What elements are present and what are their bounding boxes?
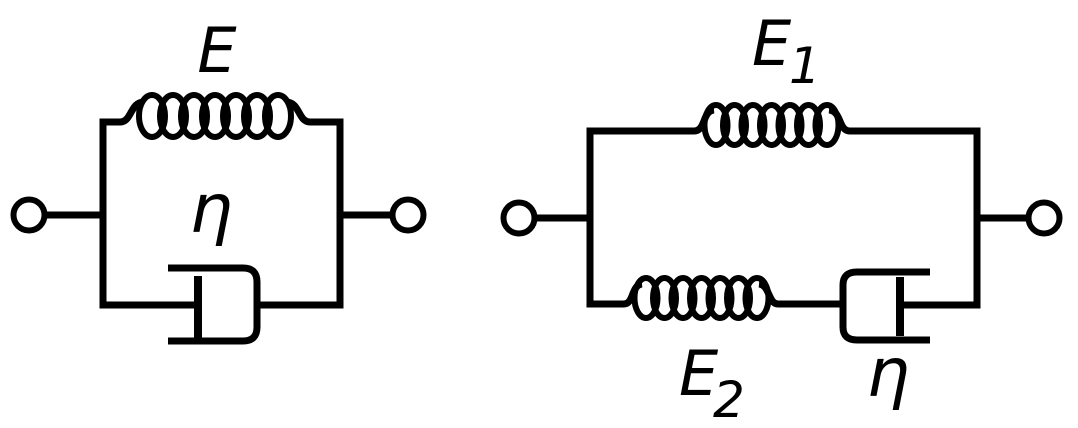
right-terminal-icon xyxy=(1025,199,1063,237)
spring-coil-icon xyxy=(241,92,273,140)
spring-bottom-subscript: 2 xyxy=(713,371,745,428)
left-model-kelvin-voigt: E η xyxy=(10,14,427,345)
spring-coil-icon xyxy=(775,102,805,148)
spring-coil-icon xyxy=(199,92,231,140)
spring-coil-icon xyxy=(705,275,735,321)
spring-coil-icon xyxy=(262,92,294,140)
spring-top-subscript: 1 xyxy=(789,37,821,95)
spring-coil-icon xyxy=(724,275,753,321)
spring-top-label: E xyxy=(752,7,792,80)
dashpot-label: η xyxy=(866,334,909,413)
spring-coil-icon xyxy=(668,275,698,321)
spring-bottom-symbol xyxy=(586,275,846,321)
spring-coil-icon xyxy=(738,102,768,148)
spring-lead-right xyxy=(757,280,846,308)
spring-coil-icon xyxy=(701,102,731,148)
dashpot-symbol xyxy=(99,264,344,345)
spring-lead-right xyxy=(828,106,981,135)
spring-symbol xyxy=(99,92,344,140)
spring-coil-icon xyxy=(720,102,749,148)
spring-top-symbol xyxy=(586,102,981,148)
spring-coil-icon xyxy=(157,92,189,140)
dashpot-symbol xyxy=(839,268,981,344)
spring-coil-icon xyxy=(631,275,661,321)
dashpot-cylinder-icon xyxy=(839,268,930,344)
spring-label: E xyxy=(197,14,237,87)
spring-coil-icon xyxy=(178,92,210,140)
spring-lead-left xyxy=(586,106,716,135)
spring-bottom-label: E xyxy=(679,337,719,410)
dashpot-label: η xyxy=(189,170,232,249)
spring-coil-icon xyxy=(650,275,679,321)
right-terminal-icon xyxy=(389,196,427,234)
left-terminal-icon xyxy=(10,196,48,234)
left-terminal-icon xyxy=(500,199,538,237)
spring-coil-icon xyxy=(757,102,786,148)
spring-coil-icon xyxy=(220,92,252,140)
right-model-standard-linear-solid: E 1 E 2 η xyxy=(500,7,1063,428)
spring-coil-icon xyxy=(794,102,823,148)
spring-lead-right xyxy=(285,98,344,126)
spring-coil-icon xyxy=(136,92,168,140)
spring-coil-icon xyxy=(687,275,716,321)
